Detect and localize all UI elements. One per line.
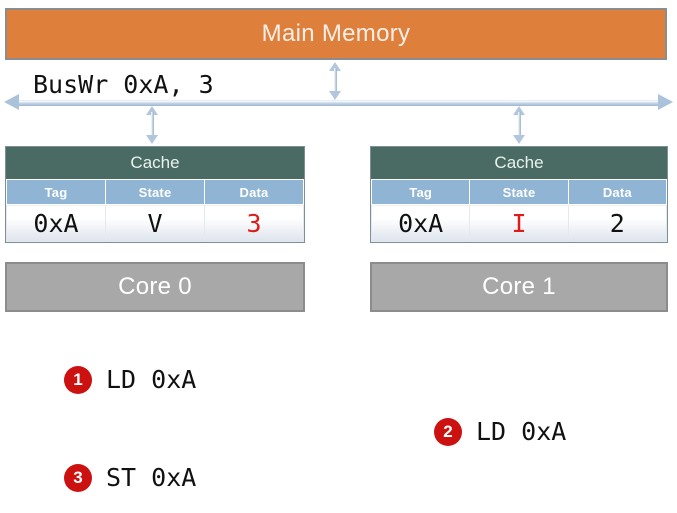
main-memory-block: Main Memory	[5, 8, 667, 60]
instruction-step-2: 2 LD 0xA	[434, 417, 566, 446]
arrow-down-icon	[513, 135, 525, 144]
cell-state-core0: V	[105, 204, 205, 242]
bus-arrow-right-icon	[658, 94, 673, 110]
core-block-1: Core 1	[370, 262, 668, 312]
core-label-1: Core 1	[482, 273, 556, 300]
cell-data-core0: 3	[204, 204, 304, 242]
cache-block-core0: Cache Tag State Data 0xA V 3	[5, 146, 305, 243]
connector-memory-to-bus-icon	[329, 62, 342, 100]
bus-line	[18, 100, 659, 106]
bus-arrow-left-icon	[4, 94, 19, 110]
cache-table-core0: Tag State Data 0xA V 3	[6, 179, 304, 242]
instruction-step-1: 1 LD 0xA	[64, 365, 196, 394]
column-header-tag: Tag	[370, 179, 471, 205]
cell-tag-core1: 0xA	[370, 204, 471, 242]
cache-block-core1: Cache Tag State Data 0xA I 2	[370, 146, 668, 243]
table-header-row: Tag State Data	[370, 179, 668, 205]
cell-tag-core0: 0xA	[6, 204, 106, 242]
table-header-row: Tag State Data	[6, 179, 304, 205]
column-header-tag: Tag	[6, 179, 106, 205]
step-badge-2: 2	[434, 417, 462, 446]
connector-shaft	[151, 112, 154, 138]
connector-shaft	[518, 112, 521, 138]
connector-bus-to-cache0-icon	[146, 106, 159, 144]
column-header-state: State	[105, 179, 205, 205]
core-label-0: Core 0	[118, 273, 192, 300]
arrow-up-icon	[146, 106, 158, 115]
instruction-text-1: LD 0xA	[106, 365, 197, 394]
cell-data-core1: 2	[567, 204, 668, 242]
instruction-text-3: ST 0xA	[106, 463, 197, 492]
step-badge-3: 3	[64, 463, 92, 492]
table-row: 0xA I 2	[370, 204, 668, 242]
arrow-up-icon	[513, 106, 525, 115]
cache-title-core0: Cache	[6, 147, 304, 179]
cache-table-core1: Tag State Data 0xA I 2	[370, 179, 668, 242]
bus-transaction-label: BusWr 0xA, 3	[33, 70, 214, 99]
column-header-data: Data	[204, 179, 304, 205]
connector-bus-to-cache1-icon	[513, 106, 526, 144]
cell-state-core1: I	[469, 204, 569, 242]
step-badge-1: 1	[64, 365, 92, 394]
arrow-up-icon	[329, 62, 341, 71]
column-header-state: State	[469, 179, 569, 205]
table-row: 0xA V 3	[6, 204, 304, 242]
instruction-text-2: LD 0xA	[476, 417, 567, 446]
instruction-step-3: 3 ST 0xA	[64, 463, 196, 492]
main-memory-label: Main Memory	[261, 20, 411, 47]
arrow-down-icon	[146, 135, 158, 144]
column-header-data: Data	[567, 179, 668, 205]
arrow-down-icon	[329, 91, 341, 100]
core-block-0: Core 0	[5, 262, 305, 312]
cache-title-core1: Cache	[371, 147, 667, 179]
connector-shaft	[334, 68, 337, 94]
